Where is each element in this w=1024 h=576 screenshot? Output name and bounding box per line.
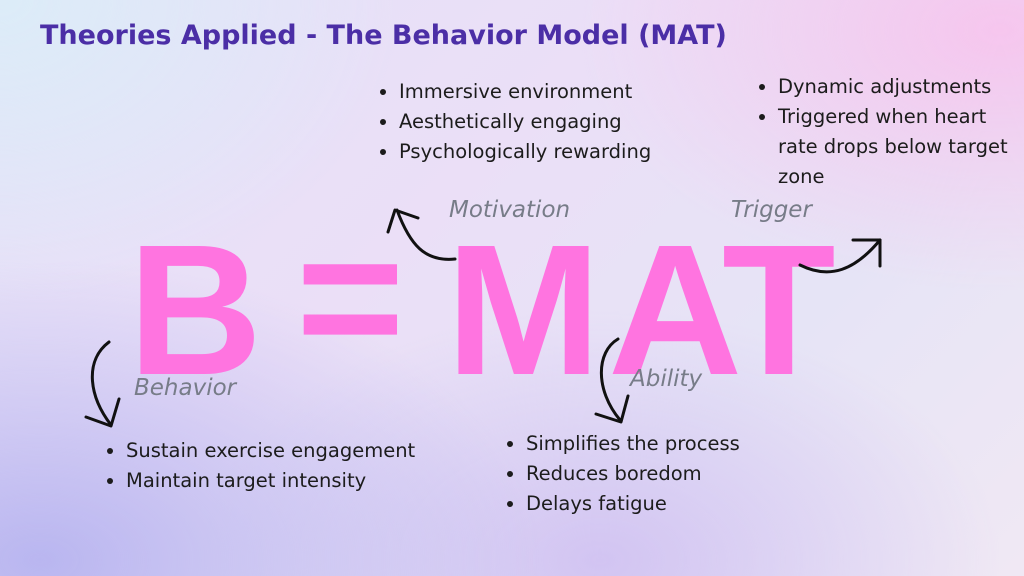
list-item: Simplifies the process [526,429,740,459]
formula-t: T [722,207,836,414]
list-item: Triggered when heart rate drops below ta… [778,102,1024,192]
arrow-motivation-icon [386,208,457,261]
label-motivation: Motivation [449,197,571,223]
list-item: Dynamic adjustments [778,72,1024,102]
ability-list: Simplifies the process Reduces boredom D… [505,429,740,519]
trigger-list: Dynamic adjustments Triggered when heart… [757,72,1024,192]
arrow-ability-icon [594,337,630,424]
list-item: Delays fatigue [526,489,740,519]
motivation-list: Immersive environment Aesthetically enga… [378,77,651,167]
formula-equals: = [296,194,405,401]
list-item: Maintain target intensity [126,466,415,496]
arrow-trigger-icon [798,238,882,274]
formula-b: B [128,207,263,414]
page-title: Theories Applied - The Behavior Model (M… [40,20,727,51]
label-ability: Ability [630,366,703,392]
arrow-behavior-icon [84,340,121,428]
behavior-list: Sustain exercise engagement Maintain tar… [105,436,415,496]
label-behavior: Behavior [134,375,237,401]
list-item: Sustain exercise engagement [126,436,415,466]
label-trigger: Trigger [731,197,812,223]
formula-a: A [608,207,743,414]
list-item: Psychologically rewarding [399,137,651,167]
list-item: Reduces boredom [526,459,740,489]
formula-m: M [446,207,601,414]
list-item: Immersive environment [399,77,651,107]
list-item: Aesthetically engaging [399,107,651,137]
